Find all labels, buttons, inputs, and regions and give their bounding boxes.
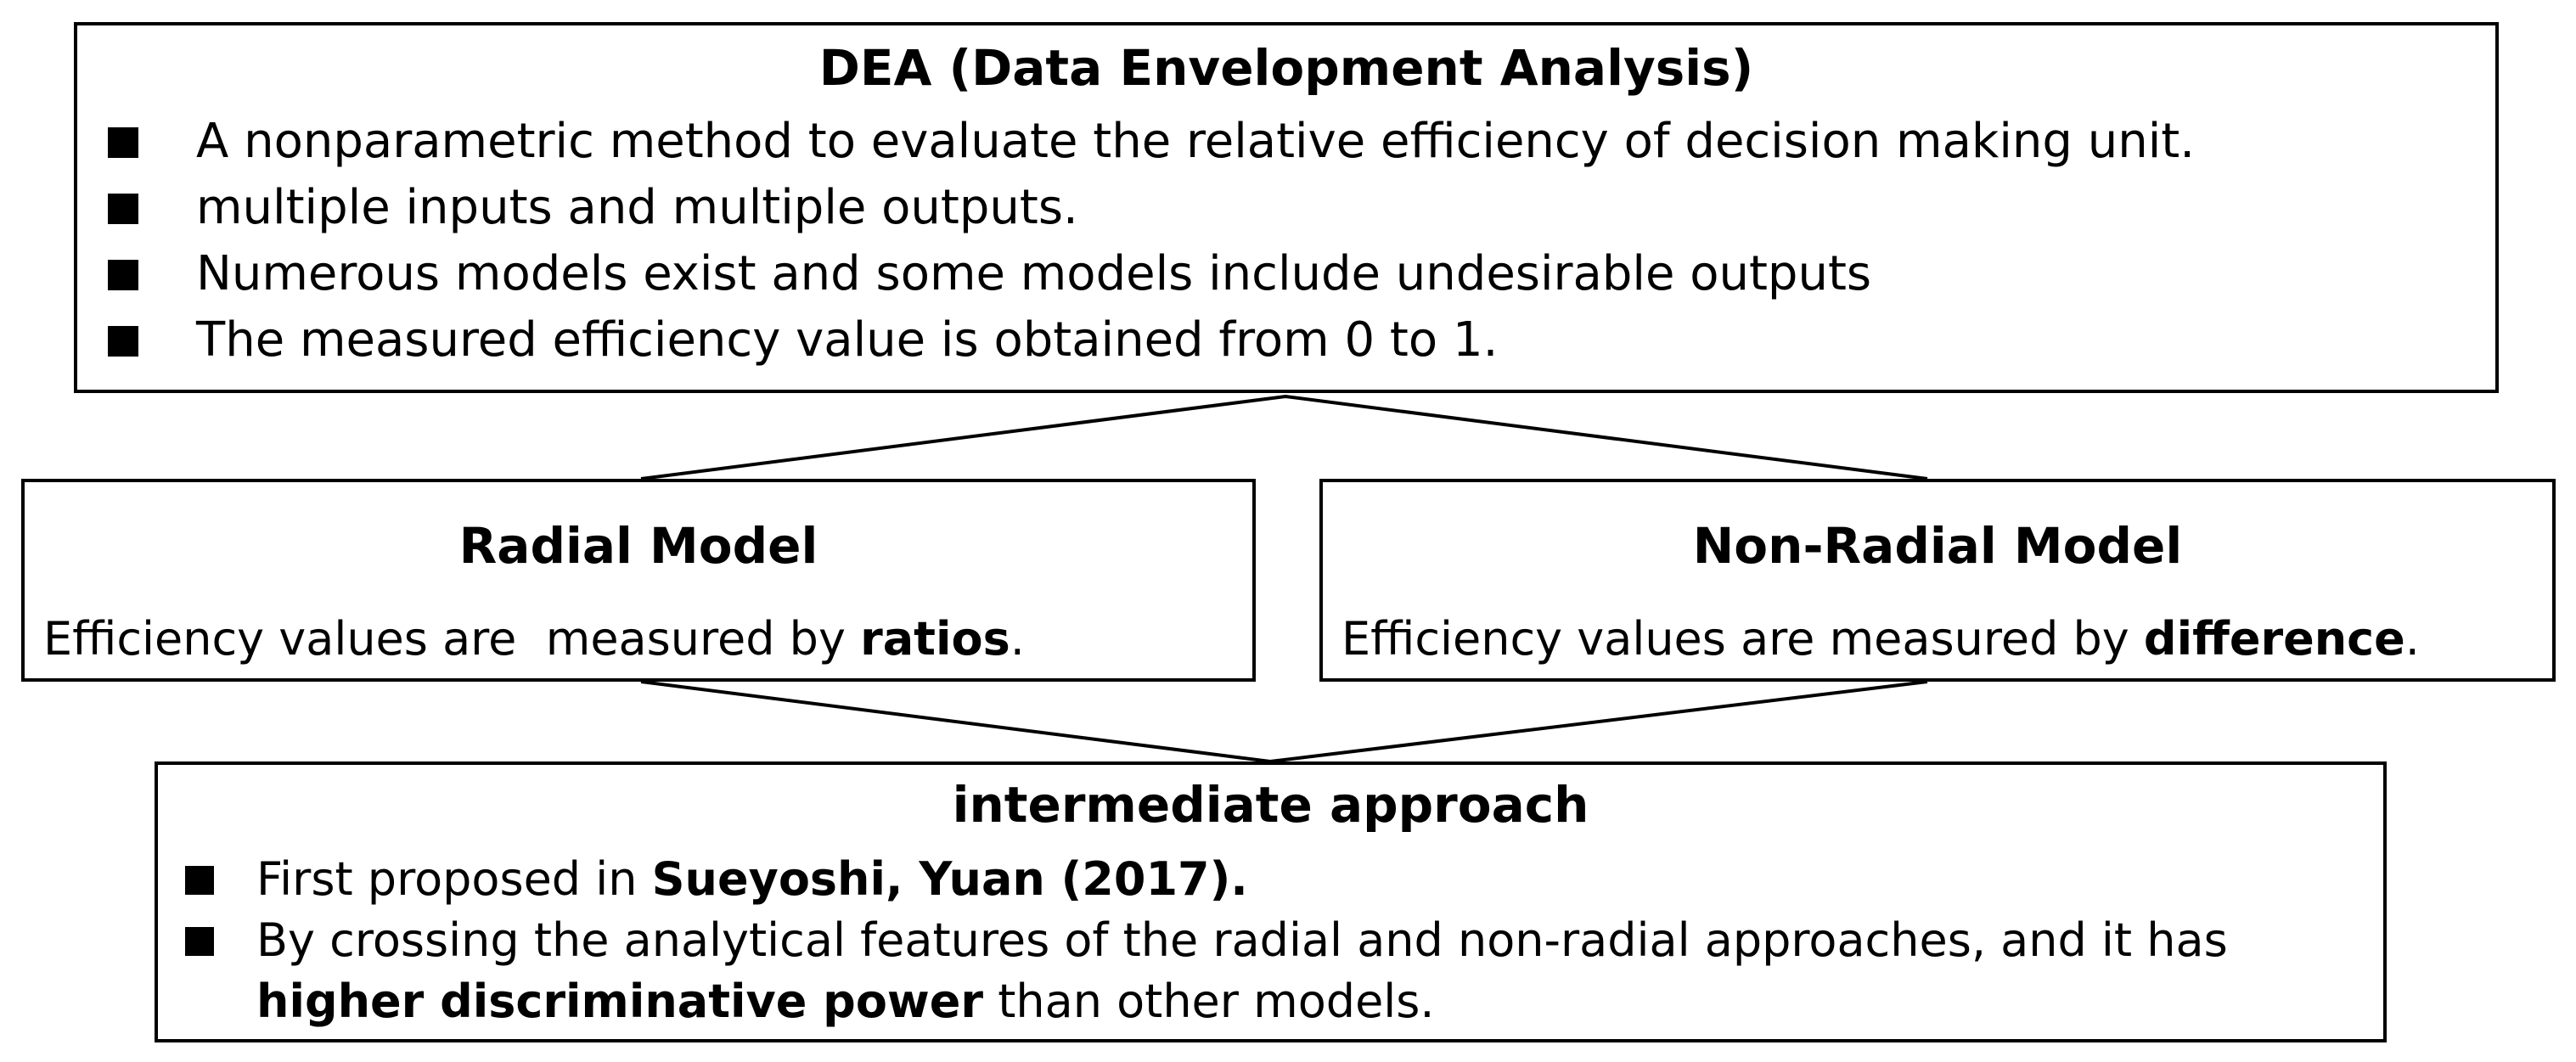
non-radial-model-title: Non-Radial Model bbox=[1692, 517, 2183, 575]
nonradial-desc-keyword: difference bbox=[2143, 612, 2405, 666]
list-item: multiple inputs and multiple outputs. bbox=[103, 175, 2195, 241]
intermediate-bullet-list: First proposed in Sueyoshi, Yuan (2017).… bbox=[178, 849, 2228, 1032]
intermediate-bullet2-line1: By crossing the analytical features of t… bbox=[256, 913, 2228, 967]
list-item: Numerous models exist and some models in… bbox=[103, 241, 2195, 307]
connector-dea-to-models bbox=[640, 394, 1928, 480]
dea-bullet-text: multiple inputs and multiple outputs. bbox=[196, 180, 1078, 235]
dea-box: DEA (Data Envelopment Analysis) A nonpar… bbox=[74, 22, 2499, 393]
square-bullet-icon bbox=[108, 326, 138, 357]
non-radial-model-description: Efficiency values are measured by differ… bbox=[1341, 610, 2420, 669]
radial-model-box: Radial Model Efficiency values are measu… bbox=[21, 479, 1256, 682]
radial-desc-text: Efficiency values are measured by bbox=[43, 612, 861, 666]
list-item: A nonparametric method to evaluate the r… bbox=[103, 109, 2195, 175]
square-bullet-icon bbox=[108, 260, 138, 290]
nonradial-desc-period: . bbox=[2404, 612, 2420, 666]
dea-title: DEA (Data Envelopment Analysis) bbox=[818, 39, 1754, 97]
radial-model-title: Radial Model bbox=[458, 517, 818, 575]
radial-desc-period: . bbox=[1010, 612, 1025, 666]
list-item: The measured efficiency value is obtaine… bbox=[103, 307, 2195, 374]
intermediate-bullet2-line2: than other models. bbox=[983, 975, 1435, 1028]
intermediate-citation: Sueyoshi, Yuan (2017). bbox=[651, 852, 1248, 906]
square-bullet-icon bbox=[185, 866, 214, 895]
list-item-continuation: higher discriminative power than other m… bbox=[178, 971, 2228, 1032]
non-radial-model-box: Non-Radial Model Efficiency values are m… bbox=[1319, 479, 2556, 682]
list-item: By crossing the analytical features of t… bbox=[178, 910, 2228, 971]
intermediate-approach-box: intermediate approach First proposed in … bbox=[155, 761, 2387, 1042]
intermediate-bullet2-emphasis: higher discriminative power bbox=[256, 975, 984, 1028]
dea-bullet-text: Numerous models exist and some models in… bbox=[196, 246, 1872, 301]
radial-desc-keyword: ratios bbox=[860, 612, 1010, 666]
dea-bullet-list: A nonparametric method to evaluate the r… bbox=[103, 109, 2195, 374]
list-item: First proposed in Sueyoshi, Yuan (2017). bbox=[178, 849, 2228, 910]
dea-bullet-text: The measured efficiency value is obtaine… bbox=[196, 312, 1499, 368]
dea-bullet-text: A nonparametric method to evaluate the r… bbox=[196, 114, 2196, 169]
connector-models-to-intermediate bbox=[640, 680, 1928, 764]
square-bullet-icon bbox=[108, 194, 138, 224]
nonradial-desc-text: Efficiency values are measured by bbox=[1341, 612, 2144, 666]
square-bullet-icon bbox=[108, 127, 138, 158]
radial-model-description: Efficiency values are measured by ratios… bbox=[43, 610, 1025, 669]
intermediate-bullet1-text: First proposed in bbox=[256, 852, 652, 906]
square-bullet-icon bbox=[185, 927, 214, 956]
intermediate-approach-title: intermediate approach bbox=[952, 776, 1589, 834]
